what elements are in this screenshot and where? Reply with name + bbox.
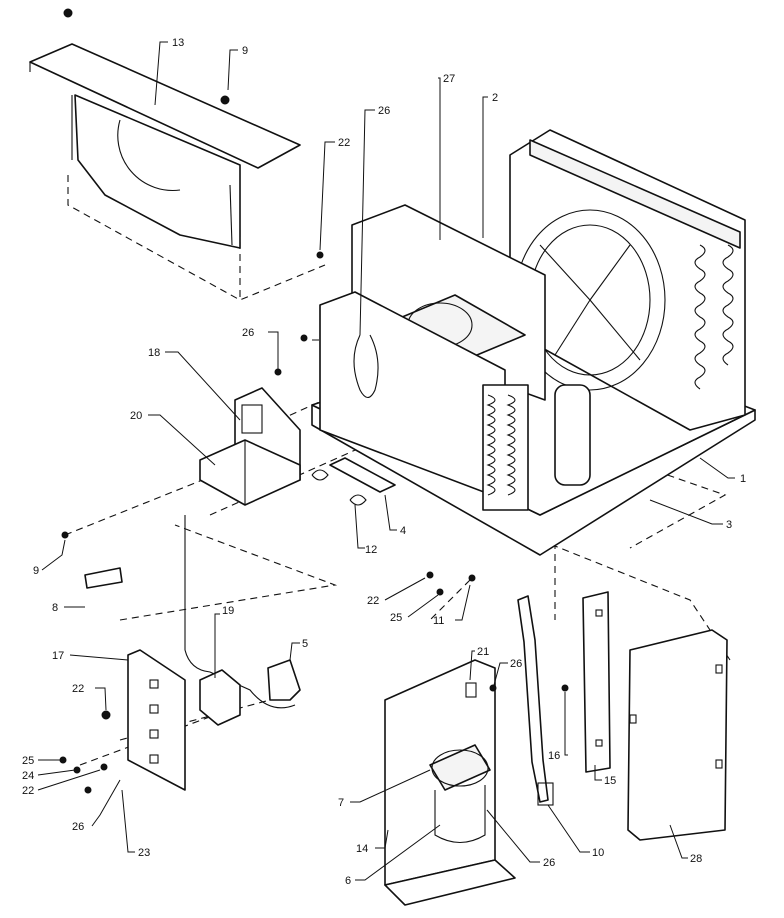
callout-3: 3 (726, 519, 732, 531)
callout-15: 15 (604, 775, 616, 787)
callout-9-top: 9 (242, 45, 248, 57)
callout-28: 28 (690, 853, 702, 865)
callout-24: 24 (22, 770, 34, 782)
small-panel-part (561, 591, 611, 773)
rear-cover-part (627, 629, 728, 841)
callout-22-right: 22 (367, 595, 379, 607)
callout-27: 27 (443, 73, 455, 85)
callout-16: 16 (548, 750, 560, 762)
callout-26-right: 26 (510, 658, 522, 670)
callout-8: 8 (52, 602, 58, 614)
callout-14: 14 (356, 843, 368, 855)
callout-13: 13 (172, 37, 184, 49)
callout-22-left: 22 (72, 683, 84, 695)
callout-1: 1 (740, 473, 746, 485)
callout-23: 23 (138, 847, 150, 859)
callout-7: 7 (338, 797, 344, 809)
callout-22-lower: 22 (22, 785, 34, 797)
callout-10: 10 (592, 847, 604, 859)
chassis-assembly (311, 129, 756, 556)
side-panel-part (384, 659, 516, 906)
bracket-parts (311, 457, 396, 506)
callout-25-right: 25 (390, 612, 402, 624)
callout-4: 4 (400, 525, 406, 537)
callout-18: 18 (148, 347, 160, 359)
callout-labels: 13 9 27 2 26 22 26 18 20 1 3 4 12 9 8 19… (22, 37, 746, 887)
callout-26-bottom: 26 (543, 857, 555, 869)
screw-parts (61, 8, 476, 596)
callout-19: 19 (222, 605, 234, 617)
control-panel-parts (59, 515, 301, 794)
callout-26-upper: 26 (378, 105, 390, 117)
callout-25-left: 25 (22, 755, 34, 767)
callout-22-upper: 22 (338, 137, 350, 149)
callout-21: 21 (477, 646, 489, 658)
callout-20: 20 (130, 410, 142, 422)
callout-5: 5 (302, 638, 308, 650)
callout-9-left: 9 (33, 565, 39, 577)
top-cover-part (29, 43, 301, 249)
callout-26-left: 26 (72, 821, 84, 833)
pipe-part (517, 595, 554, 806)
callout-6: 6 (345, 875, 351, 887)
callout-17: 17 (52, 650, 64, 662)
callout-12: 12 (365, 544, 377, 556)
callout-26-mid: 26 (242, 327, 254, 339)
leader-lines (37, 41, 735, 881)
callout-2: 2 (492, 92, 498, 104)
callout-11: 11 (433, 615, 444, 627)
control-box-part (199, 387, 301, 506)
